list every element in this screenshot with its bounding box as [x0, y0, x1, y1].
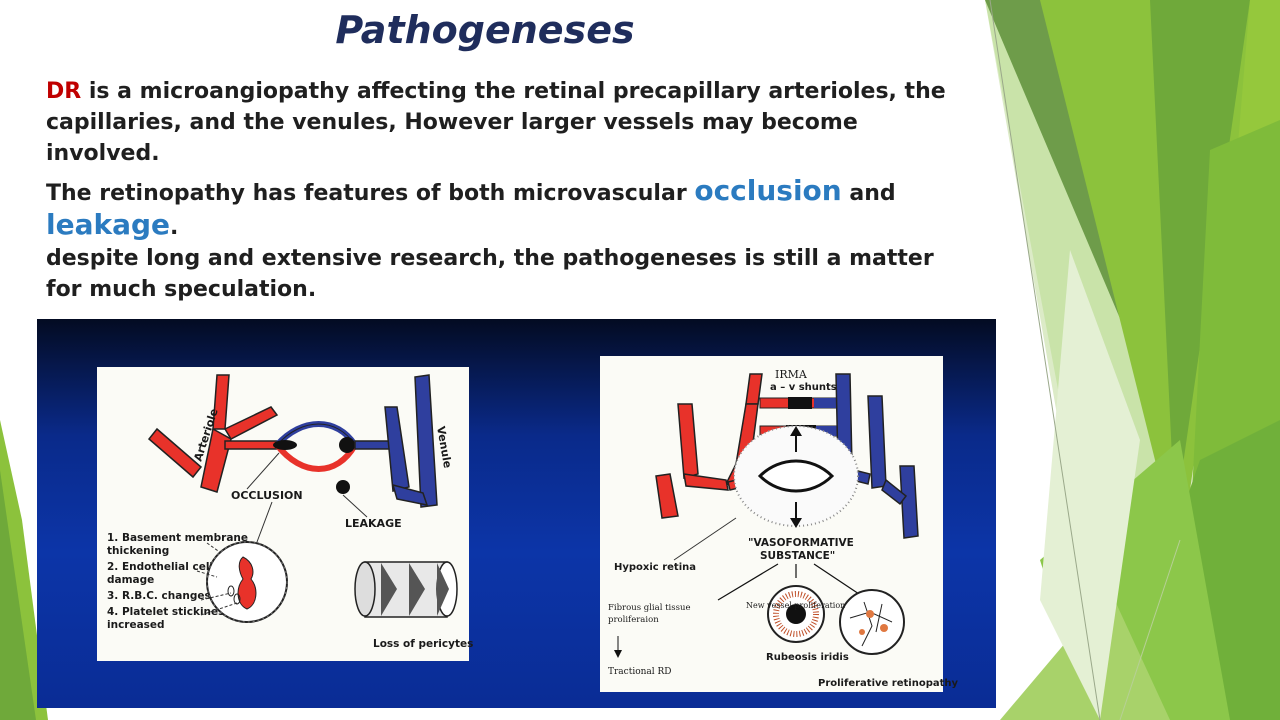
vasoformative-label-1: "VASOFORMATIVE [748, 537, 854, 549]
proliferative-label: Proliferative retinopathy [818, 678, 959, 689]
causes-list: 1. Basement membrane thickening 2. Endot… [107, 532, 252, 631]
definition-text: is a microangiopathy affecting the retin… [46, 79, 946, 166]
leakage-highlight: leakage [46, 208, 171, 241]
features-text-3: . [170, 215, 179, 240]
vasoformative-label-2: SUBSTANCE" [760, 550, 835, 562]
occlusion-label: OCCLUSION [231, 489, 303, 502]
features-text-2: and [841, 181, 896, 206]
paragraph-definition: DR is a microangiopathy affecting the re… [46, 76, 946, 169]
figure-vasoformative: IRMA a – v shunts [600, 356, 959, 692]
irma-label: IRMA [775, 368, 808, 381]
pericytes-label: Loss of pericytes [373, 638, 473, 650]
av-shunts-label: a – v shunts [770, 382, 837, 393]
image-panel: Arteriole Venule OCCLUSION LEAKAGE 1. Ba… [37, 319, 996, 708]
venule-label: Venule [434, 425, 454, 469]
tractional-rd-label: Tractional RD [608, 667, 672, 677]
paragraph-speculation: despite long and extensive research, the… [46, 246, 934, 302]
dr-abbreviation: DR [46, 79, 82, 104]
paragraph-features: The retinopathy has features of both mic… [46, 175, 946, 243]
figure-occlusion-leakage: Arteriole Venule OCCLUSION LEAKAGE 1. Ba… [97, 367, 473, 661]
features-text-1: The retinopathy has features of both mic… [46, 181, 695, 206]
new-vessel-label: New vessel proliferation [746, 601, 845, 610]
fibrous-glial-label-2: proliferaion [608, 615, 659, 625]
slide-title: Pathogeneses [335, 8, 635, 52]
rubeosis-label: Rubeosis iridis [766, 652, 849, 663]
fibrous-glial-label-1: Fibrous glial tissue [608, 603, 691, 613]
occlusion-highlight: occlusion [694, 174, 842, 207]
slide-body-text: DR is a microangiopathy affecting the re… [46, 76, 946, 305]
leakage-label: LEAKAGE [345, 517, 402, 530]
hypoxic-retina-label: Hypoxic retina [614, 562, 696, 573]
